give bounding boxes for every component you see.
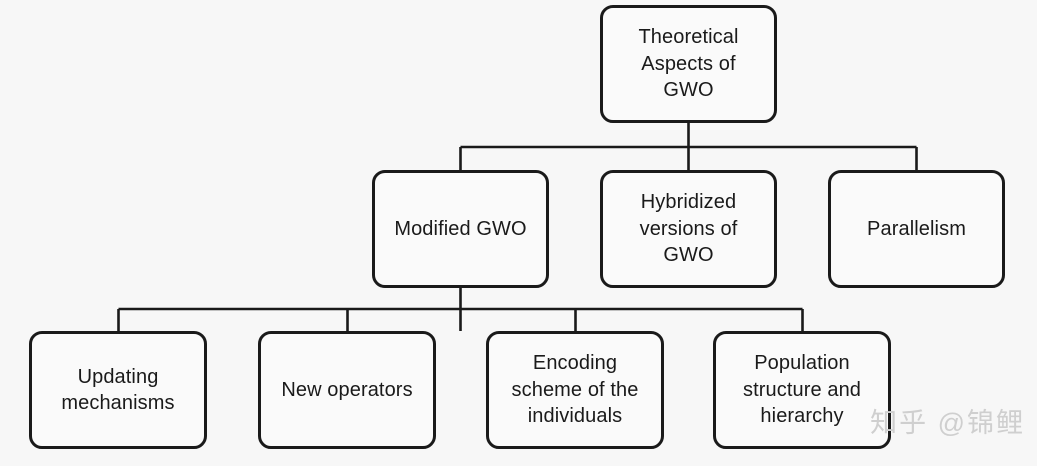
node-label: Hybridized versions of GWO bbox=[639, 191, 738, 267]
node-hybridized-versions-of-gwo[interactable]: Hybridized versions of GWO bbox=[600, 170, 777, 288]
node-label: Modified GWO bbox=[394, 217, 527, 240]
node-label: Parallelism bbox=[867, 217, 966, 240]
node-parallelism[interactable]: Parallelism bbox=[828, 170, 1005, 288]
node-new-operators[interactable]: New operators bbox=[258, 331, 436, 449]
node-population-structure-and-hierarchy[interactable]: Population structure and hierarchy bbox=[713, 331, 891, 449]
node-modified-gwo[interactable]: Modified GWO bbox=[372, 170, 549, 288]
watermark-text: 知乎 @锦鲤 bbox=[870, 408, 1025, 438]
node-theoretical-aspects-of-gwo[interactable]: Theoretical Aspects of GWO bbox=[600, 5, 777, 123]
node-label: Encoding scheme of the individuals bbox=[511, 352, 639, 428]
node-label: New operators bbox=[281, 378, 413, 401]
node-updating-mechanisms[interactable]: Updating mechanisms bbox=[29, 331, 207, 449]
node-label: Population structure and hierarchy bbox=[742, 352, 862, 428]
node-label: Updating mechanisms bbox=[61, 365, 175, 414]
node-label: Theoretical Aspects of GWO bbox=[638, 26, 739, 102]
node-encoding-scheme-of-the-individuals[interactable]: Encoding scheme of the individuals bbox=[486, 331, 664, 449]
